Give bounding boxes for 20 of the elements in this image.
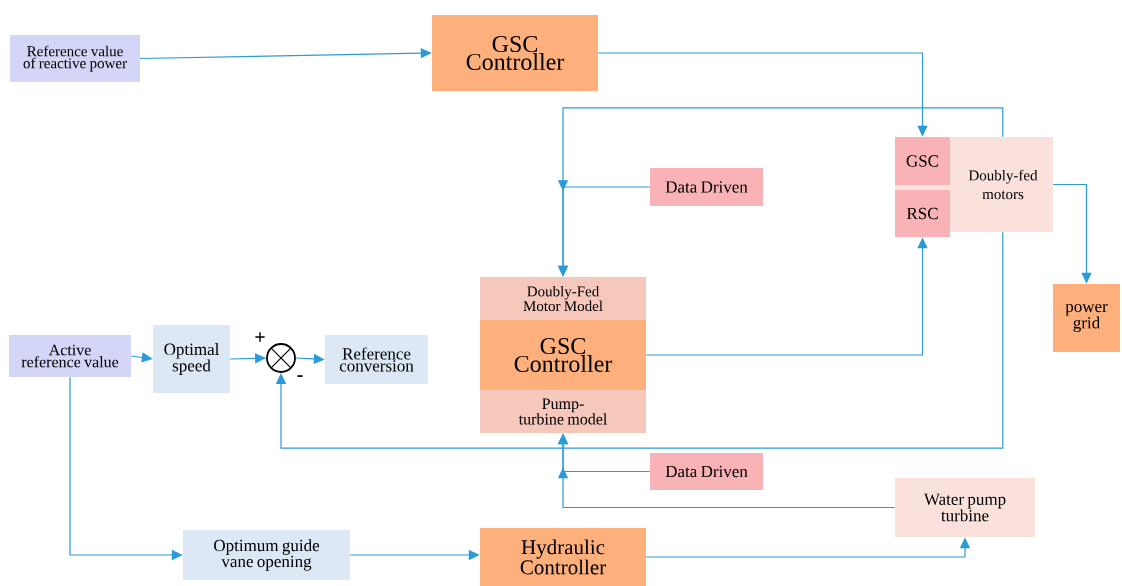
converter-box: GSC [895,137,950,185]
data-box: Data Driven [650,453,763,490]
process-box: Reference conversion [325,335,428,384]
model-box: Pump-turbine model [480,390,646,433]
controller-box: GSC Controller [432,15,598,91]
controller-box: GSC Controller [480,320,646,390]
controller-box: Hydraulic Controller [480,528,646,586]
process-box: Optimal speed [153,325,230,393]
sign-label: - [297,375,303,377]
summing-junction [266,343,296,373]
converter-box: RSC [895,190,950,237]
data-box: Data Driven [650,168,763,206]
input-box: Active reference value [9,335,131,377]
process-box: Optimum guide vane opening [183,530,350,580]
model-box: Doubly-Fed Motor Model [480,277,646,320]
input-box: Reference value of reactive power [10,35,140,82]
grid-box: power grid [1053,284,1120,352]
sign-label: + [255,332,265,342]
turbine-box: Water pump turbine [895,478,1035,537]
arrow [275,231,1004,449]
